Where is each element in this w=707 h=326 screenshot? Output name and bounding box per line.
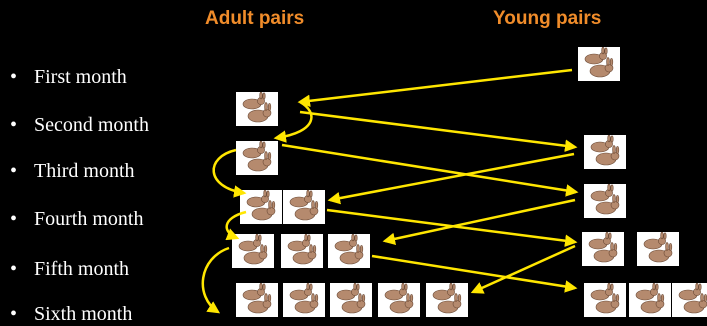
rabbit-pair-icon [289, 190, 319, 221]
month-label: Sixth month [34, 303, 133, 325]
month-label: Second month [34, 114, 149, 136]
month-label: Fifth month [34, 258, 130, 280]
young-pair [637, 232, 679, 266]
month-label: Fourth month [34, 208, 144, 230]
rabbit-pair-icon [336, 283, 366, 314]
bullet-icon: • [10, 114, 18, 136]
month-item: • Sixth month [10, 303, 132, 326]
young-pair [584, 135, 626, 169]
rabbit-pair-icon [246, 190, 276, 221]
adult-pair [378, 283, 420, 317]
adult-pairs-header: Adult pairs [205, 8, 305, 29]
arrow-adult5-to-adult6 [201, 246, 230, 314]
rabbit-pair-icon [678, 283, 707, 314]
arrow-young3-to-adult4 [327, 152, 575, 205]
young-pair [672, 283, 707, 317]
rabbit-pair-icon [242, 141, 272, 172]
adult-pair [232, 234, 274, 268]
rabbit-pair-icon [635, 283, 665, 314]
rabbit-pair-icon [432, 283, 462, 314]
arrow-adult2-to-adult3 [273, 100, 313, 143]
adult-pair [283, 283, 325, 317]
arrow-adult2-to-young3 [299, 110, 578, 152]
month-label: Third month [34, 160, 135, 182]
adult-pair [330, 283, 372, 317]
month-item: • First month [10, 66, 127, 89]
young-pairs-header: Young pairs [493, 8, 602, 29]
month-label: First month [34, 66, 127, 88]
rabbit-pair-icon [238, 234, 268, 265]
rabbit-pair-icon [289, 283, 319, 314]
rabbit-pair-icon [334, 234, 364, 265]
adult-pair [426, 283, 468, 317]
rabbit-pair-icon [384, 283, 414, 314]
adult-pair [328, 234, 370, 268]
rabbit-pair-icon [643, 232, 673, 263]
young-pair [584, 283, 626, 317]
bullet-icon: • [10, 258, 18, 280]
adult-pair [236, 283, 278, 317]
rabbit-pair-icon [590, 283, 620, 314]
adult-pair [283, 190, 325, 224]
rabbit-pair-icon [287, 234, 317, 265]
rabbit-pair-icon [588, 232, 618, 263]
bullet-icon: • [10, 208, 18, 230]
young-pair [584, 184, 626, 218]
adult-pair [281, 234, 323, 268]
month-item: • Second month [10, 114, 149, 137]
arrow-adult3-to-young4 [281, 143, 579, 197]
adult-pair [240, 190, 282, 224]
arrow-young4-to-adult5 [382, 198, 576, 246]
bullet-icon: • [10, 303, 18, 325]
month-item: • Fifth month [10, 258, 129, 281]
bullet-icon: • [10, 66, 18, 88]
rabbit-pair-icon [242, 283, 272, 314]
arrow-young1-to-adult2 [297, 68, 573, 108]
arrow-young5-to-adult6 [470, 244, 576, 294]
young-pair [582, 232, 624, 266]
rabbit-pair-icon [590, 184, 620, 215]
adult-pair [236, 141, 278, 175]
month-item: • Fourth month [10, 208, 143, 231]
young-pair [629, 283, 671, 317]
young-pair [578, 47, 620, 81]
month-item: • Third month [10, 160, 135, 183]
bullet-icon: • [10, 160, 18, 182]
rabbit-pair-icon [584, 47, 614, 78]
rabbit-pair-icon [242, 92, 272, 123]
rabbit-pair-icon [590, 135, 620, 166]
adult-pair [236, 92, 278, 126]
